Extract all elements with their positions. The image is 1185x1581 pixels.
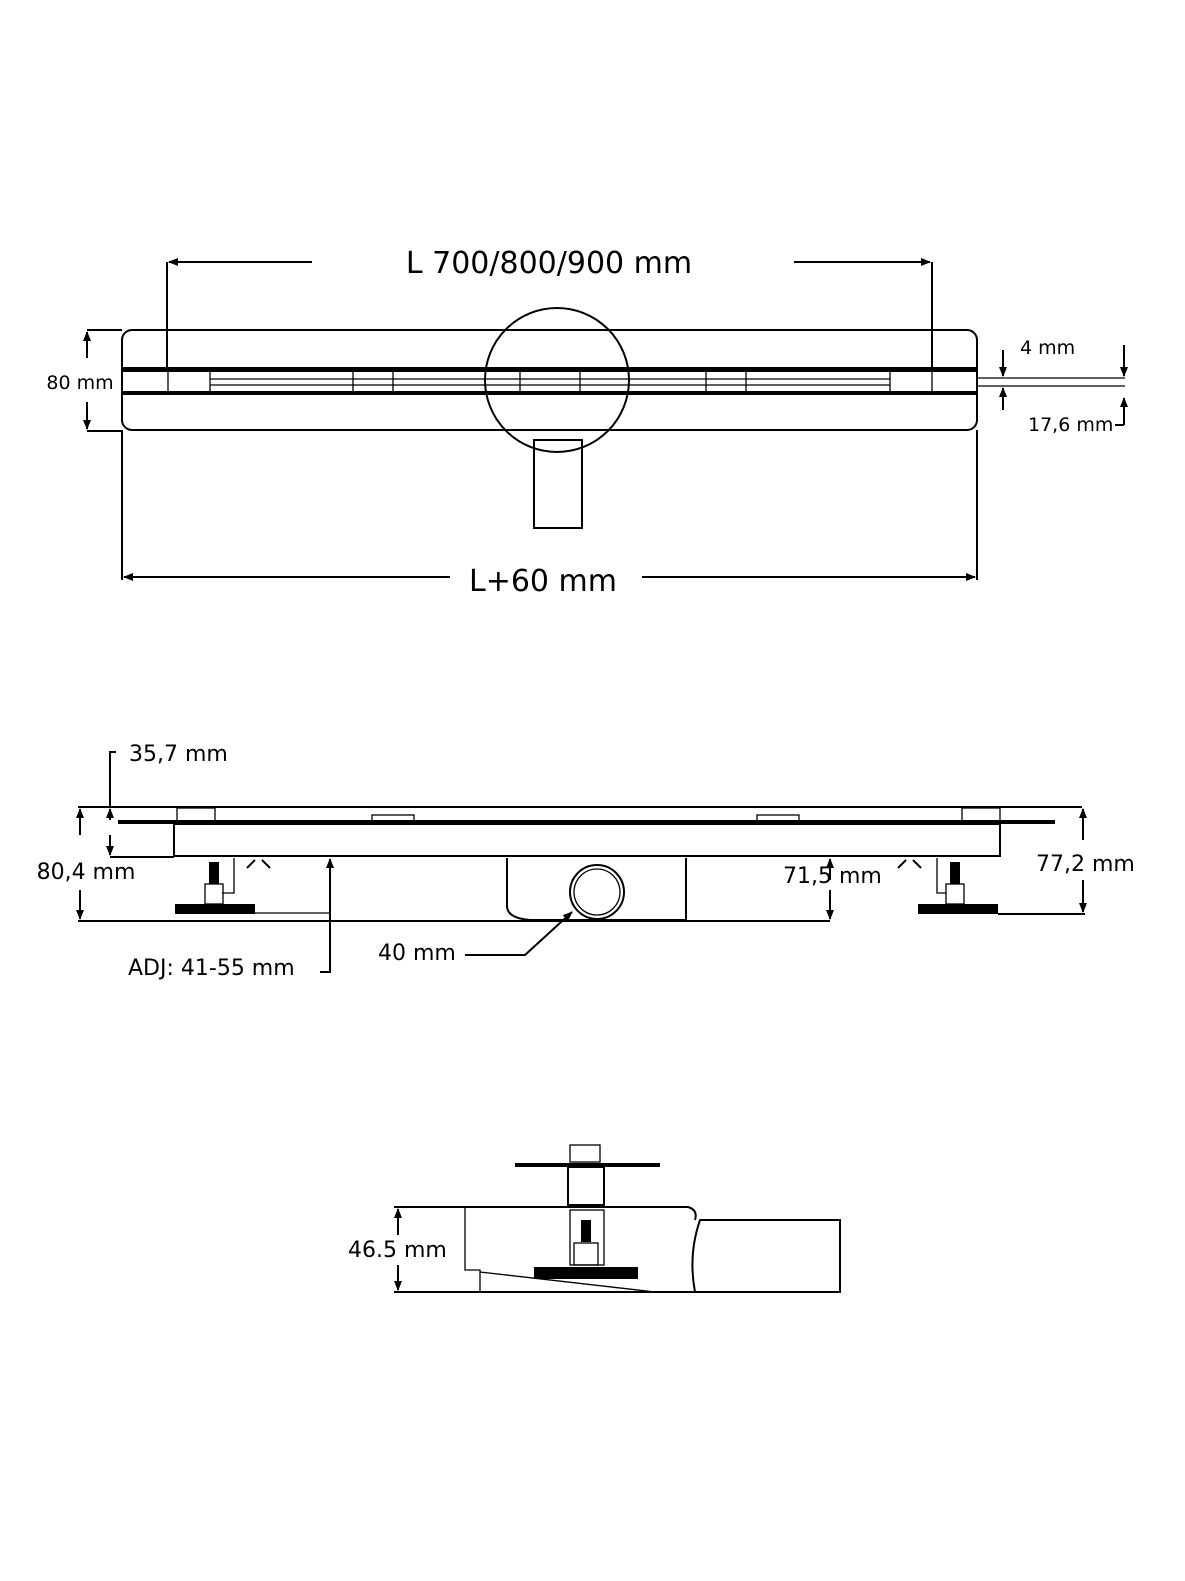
channel-end bbox=[394, 1219, 841, 1293]
outlet-label: 40 mm bbox=[378, 941, 456, 966]
adjust-label: ADJ: 41-55 mm bbox=[128, 956, 295, 981]
grate-label: 17,6 mm bbox=[1028, 414, 1113, 436]
width-label: 80 mm bbox=[46, 372, 113, 394]
top-view: L 700/800/900 mm L+60 mm 80 mm 4 mm 17,6… bbox=[46, 246, 1128, 599]
channel-body bbox=[121, 329, 978, 431]
outlet-housing bbox=[506, 858, 687, 921]
leveling-foot-left bbox=[175, 858, 271, 914]
body-height-label: 71,5 mm bbox=[783, 864, 882, 889]
outlet-pipe bbox=[533, 439, 583, 529]
total-length-label: L+60 mm bbox=[469, 564, 617, 599]
outlet-pipe-end bbox=[569, 864, 625, 920]
end-height-label: 46.5 mm bbox=[348, 1238, 447, 1263]
right-height-label: 77,2 mm bbox=[1036, 852, 1135, 877]
flange-label: 35,7 mm bbox=[129, 742, 228, 767]
drain-trap bbox=[519, 369, 581, 394]
channel-side bbox=[173, 823, 1001, 857]
total-height-label: 80,4 mm bbox=[37, 860, 136, 885]
outlet-circle bbox=[484, 307, 630, 453]
end-view: 46.5 mm bbox=[348, 1144, 841, 1293]
leveling-foot-right bbox=[897, 858, 998, 914]
side-view: 80,4 mm 35,7 mm 71,5 mm 77,2 mm ADJ: 41-… bbox=[37, 742, 1135, 981]
length-label: L 700/800/900 mm bbox=[406, 246, 692, 281]
slot-label: 4 mm bbox=[1020, 337, 1075, 359]
